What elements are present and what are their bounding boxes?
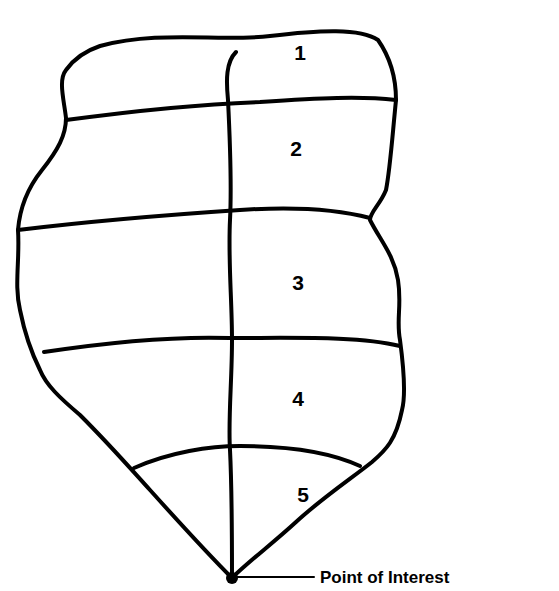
subarea-divide bbox=[18, 208, 370, 230]
outlet-label: Point of Interest bbox=[320, 569, 449, 586]
subarea-number: 1 bbox=[294, 42, 306, 63]
subarea-divide bbox=[66, 98, 396, 120]
subarea-number: 5 bbox=[297, 484, 309, 505]
subarea-number: 3 bbox=[292, 272, 304, 293]
subarea-number: 4 bbox=[292, 388, 304, 409]
subarea-number: 2 bbox=[290, 138, 302, 159]
subarea-divide bbox=[134, 446, 360, 468]
stream-channel bbox=[227, 52, 236, 578]
outlet-point bbox=[226, 572, 238, 584]
subarea-divide bbox=[44, 338, 400, 352]
leader-line bbox=[236, 576, 314, 578]
watershed-boundary bbox=[17, 31, 404, 578]
